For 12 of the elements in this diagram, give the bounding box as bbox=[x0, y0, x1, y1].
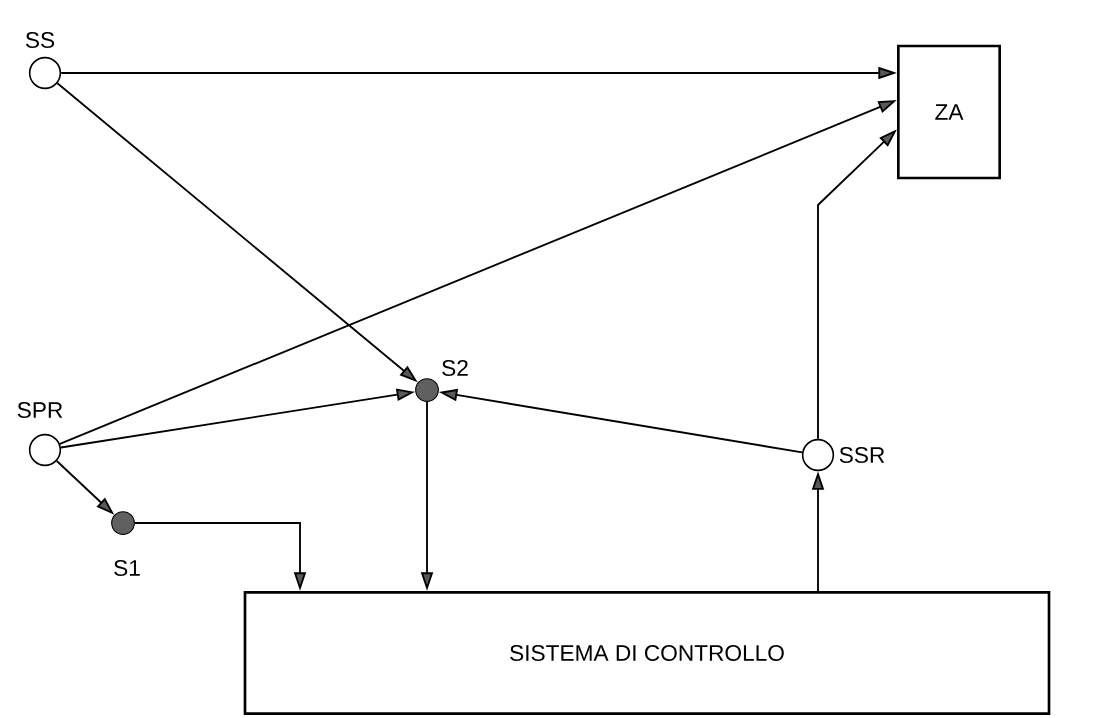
node-label: SSR bbox=[839, 447, 885, 464]
node-label: SS bbox=[25, 32, 55, 49]
junction-circle bbox=[801, 438, 835, 472]
junction-dot bbox=[111, 511, 135, 535]
node-label: S2 bbox=[442, 360, 468, 377]
junction-circle bbox=[28, 56, 62, 90]
block-box: ZA bbox=[897, 44, 1001, 180]
junction-dot bbox=[415, 378, 439, 402]
block-box: SISTEMA DI CONTROLLO bbox=[243, 591, 1051, 715]
node-label: S1 bbox=[114, 560, 140, 577]
junction-circle bbox=[28, 433, 62, 467]
node-label: SPR bbox=[17, 402, 63, 419]
